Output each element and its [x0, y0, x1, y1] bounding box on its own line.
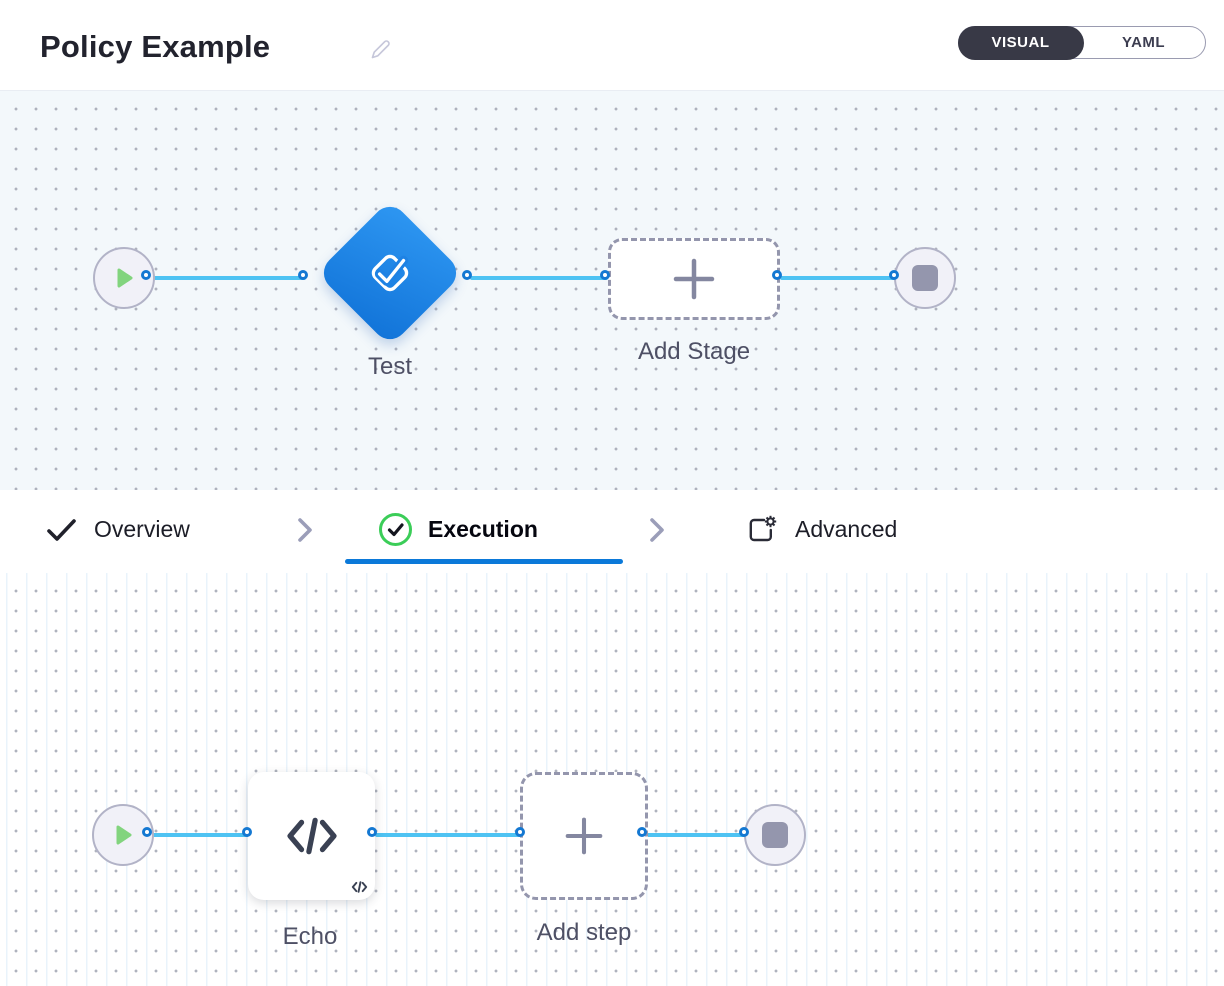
port-addstep-in[interactable] — [515, 827, 525, 837]
stage-config-tabbar: Overview Execution — [0, 490, 1224, 573]
step-name-label: Echo — [282, 923, 338, 950]
check-icon — [47, 518, 76, 541]
add-stage-label: Add Stage — [637, 338, 751, 365]
port-start-out[interactable] — [142, 827, 152, 837]
port-end-in[interactable] — [739, 827, 749, 837]
pencil-icon — [371, 40, 390, 59]
step-node-echo[interactable] — [248, 772, 375, 900]
stage-pipeline-canvas[interactable]: Test Add Stage — [0, 91, 1224, 490]
visual-yaml-toggle: VISUAL YAML — [957, 25, 1206, 60]
tab-advanced-label: Advanced — [795, 516, 898, 542]
edge-addstep-to-end — [645, 833, 747, 837]
chevron-right-icon — [298, 518, 312, 542]
add-step-button[interactable] — [520, 772, 648, 900]
add-step-label: Add step — [536, 919, 632, 946]
port-step-out[interactable] — [367, 827, 377, 837]
stage-name-label: Test — [367, 353, 412, 380]
chevron-right-icon — [650, 518, 664, 542]
pipeline-end-node[interactable] — [894, 247, 956, 309]
edge-start-to-step — [150, 833, 250, 837]
tab-overview[interactable]: Overview — [45, 490, 190, 569]
add-stage-button[interactable] — [608, 238, 780, 320]
code-icon-small — [351, 881, 368, 893]
plus-icon — [565, 817, 603, 855]
tab-advanced[interactable]: Advanced — [745, 490, 897, 569]
tab-execution[interactable]: Execution — [379, 490, 538, 569]
port-end-in[interactable] — [889, 270, 899, 280]
edit-title-button[interactable] — [368, 38, 392, 62]
port-step-in[interactable] — [242, 827, 252, 837]
active-tab-underline — [345, 559, 623, 564]
plus-icon — [673, 258, 715, 300]
edge-addstage-to-end — [780, 276, 897, 280]
tab-overview-label: Overview — [94, 516, 190, 542]
port-start-out[interactable] — [141, 270, 151, 280]
stage-node-test[interactable] — [316, 199, 464, 347]
settings-square-icon — [749, 515, 777, 541]
play-icon — [116, 825, 132, 845]
toggle-visual-button[interactable]: VISUAL — [957, 25, 1084, 60]
port-stage-in[interactable] — [298, 270, 308, 280]
approval-check-icon — [371, 254, 409, 292]
play-icon — [117, 268, 133, 288]
page-header: Policy Example VISUAL YAML — [0, 0, 1224, 91]
port-addstage-in[interactable] — [600, 270, 610, 280]
stop-icon — [912, 265, 938, 291]
port-stage-out[interactable] — [462, 270, 472, 280]
edge-step-to-addstep — [375, 833, 523, 837]
circle-check-icon — [379, 513, 412, 546]
toggle-yaml-button[interactable]: YAML — [1121, 34, 1166, 51]
edge-start-to-stage — [149, 276, 306, 280]
code-icon — [286, 817, 337, 855]
port-addstep-out[interactable] — [637, 827, 647, 837]
port-addstage-out[interactable] — [772, 270, 782, 280]
tab-execution-label: Execution — [428, 516, 538, 542]
step-pipeline-canvas[interactable]: Echo Add step — [0, 573, 1224, 986]
stop-icon — [762, 822, 788, 848]
step-pipeline-end-node[interactable] — [744, 804, 806, 866]
page-title: Policy Example — [40, 29, 271, 64]
edge-stage-to-addstage — [470, 276, 608, 280]
